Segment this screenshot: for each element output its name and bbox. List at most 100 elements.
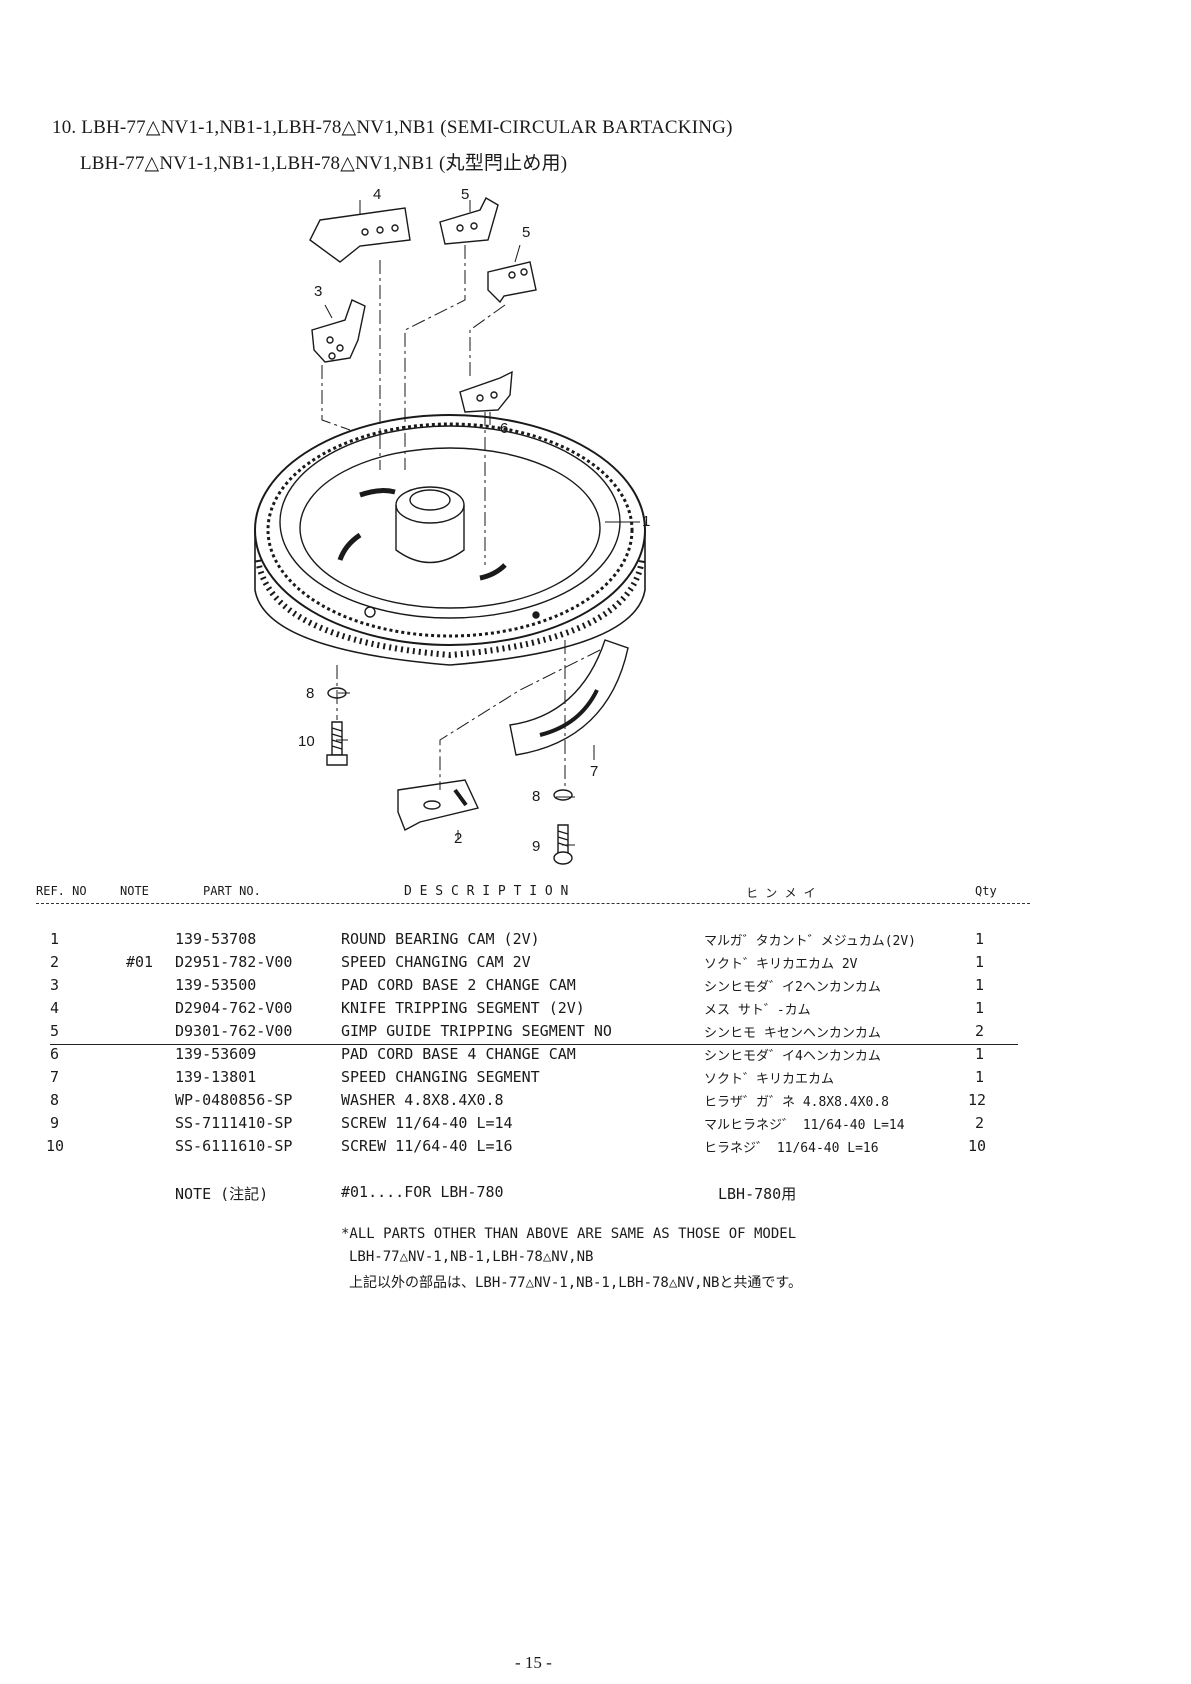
cell-part: 139-13801 [175,1068,257,1086]
cell-desc: SPEED CHANGING SEGMENT [341,1068,540,1086]
table-row: 1 139-53708 ROUND BEARING CAM (2V) マルガ゛タ… [0,930,1191,952]
cell-jp: シンヒモダ゛イ4ヘンカンカム [704,1049,881,1064]
section-title: 10. LBH-77△NV1-1,NB1-1,LBH-78△NV1,NB1 (S… [52,117,733,138]
diagram-label-1: 1 [642,513,651,530]
screw-left [326,721,348,766]
footnote-line2: LBH-77△NV-1,NB-1,LBH-78△NV,NB [349,1249,594,1265]
cell-desc: PAD CORD BASE 2 CHANGE CAM [341,976,576,994]
cell-ref: 5 [50,1022,60,1040]
cell-part: SS-7111410-SP [175,1114,293,1132]
cell-qty: 1 [975,999,985,1017]
table-row: 10 SS-6111610-SP SCREW 11/64-40 L=16 ヒラネ… [0,1137,1191,1159]
diagram-label-10: 10 [298,733,315,750]
cell-desc: WASHER 4.8X8.4X0.8 [341,1091,504,1109]
footnote-line3: 上記以外の部品は、LBH-77△NV-1,NB-1,LBH-78△NV,NBと共… [349,1275,803,1291]
cell-ref: 8 [50,1091,60,1109]
speed-changing-cam-2v [397,779,479,831]
pad-cord-base-4-change-cam [459,370,513,413]
note-code: #01....FOR LBH-780 [341,1183,504,1201]
cell-qty: 1 [975,953,985,971]
cell-jp: シンヒモ キセンヘンカンカム [704,1026,881,1041]
cell-desc: SCREW 11/64-40 L=16 [341,1137,513,1155]
cell-jp: シンヒモダ゛イ2ヘンカンカム [704,980,881,995]
cell-qty: 1 [975,930,985,948]
cell-part: WP-0480856-SP [175,1091,293,1109]
cell-part: D2904-762-V00 [175,999,293,1017]
footnote-line1: *ALL PARTS OTHER THAN ABOVE ARE SAME AS … [341,1226,797,1242]
diagram-label-8b: 8 [532,788,541,805]
cell-desc: KNIFE TRIPPING SEGMENT (2V) [341,999,585,1017]
gimp-guide-tripping-segment-b [487,261,537,304]
cell-ref: 3 [50,976,60,994]
cell-qty: 12 [968,1091,987,1109]
cell-jp: マルガ゛タカント゛メジュカム(2V) [704,934,917,949]
cell-jp: ソクト゛キリカエカム 2V [704,957,858,972]
table-row: 4 D2904-762-V00 KNIFE TRIPPING SEGMENT (… [0,999,1191,1021]
cell-ref: 4 [50,999,60,1017]
exploded-parts-diagram [254,197,646,865]
header-divider [36,903,1030,904]
cell-qty: 1 [975,976,985,994]
table-row: 3 139-53500 PAD CORD BASE 2 CHANGE CAM シ… [0,976,1191,998]
diagram-label-9: 9 [532,838,541,855]
diagram-label-6: 6 [500,420,509,437]
cell-jp: ヒラザ゛ガ゛ネ 4.8X8.4X0.8 [704,1095,889,1110]
cell-part: SS-6111610-SP [175,1137,293,1155]
section-subtitle: LBH-77△NV1-1,NB1-1,LBH-78△NV1,NB1 (丸型閂止め… [80,153,568,174]
header-note: NOTE [120,884,149,898]
page-number: - 15 - [515,1653,552,1672]
group-divider [50,1044,1018,1045]
header-ref: REF. NO [36,884,87,898]
cell-desc: SCREW 11/64-40 L=14 [341,1114,513,1132]
cell-desc: PAD CORD BASE 4 CHANGE CAM [341,1045,576,1063]
speed-changing-segment [509,639,629,756]
gimp-guide-tripping-segment-a [439,197,499,245]
knife-tripping-segment [309,207,411,263]
diagram-label-5a: 5 [461,186,470,203]
cell-ref: 1 [50,930,60,948]
cell-part: D2951-782-V00 [175,953,293,971]
cell-ref: 9 [50,1114,60,1132]
note-label: NOTE (注記) [175,1185,269,1203]
table-header: REF. NO NOTE PART NO. D E S C R I P T I … [0,884,1191,904]
diagram-label-4: 4 [373,186,382,203]
pad-cord-base-2-change-cam [311,299,366,363]
diagram-label-2: 2 [454,830,463,847]
note-jp: LBH-780用 [718,1185,797,1203]
table-row: 8 WP-0480856-SP WASHER 4.8X8.4X0.8 ヒラザ゛ガ… [0,1091,1191,1113]
cell-qty: 2 [975,1022,985,1040]
cell-part: 139-53609 [175,1045,257,1063]
washer-right [553,789,573,801]
cell-ref: 7 [50,1068,60,1086]
cell-qty: 1 [975,1068,985,1086]
cell-desc: GIMP GUIDE TRIPPING SEGMENT NO [341,1022,612,1040]
cell-qty: 10 [968,1137,987,1155]
diagram-label-8a: 8 [306,685,315,702]
cell-ref: 6 [50,1045,60,1063]
cell-qty: 2 [975,1114,985,1132]
header-part: PART NO. [203,884,261,898]
diagram-label-5b: 5 [522,224,531,241]
header-description: D E S C R I P T I O N [404,884,569,899]
table-row: 6 139-53609 PAD CORD BASE 4 CHANGE CAM シ… [0,1045,1191,1067]
round-bearing-cam-gear [254,414,646,666]
cell-part: 139-53500 [175,976,257,994]
cell-desc: SPEED CHANGING CAM 2V [341,953,531,971]
cell-part: D9301-762-V00 [175,1022,293,1040]
cell-ref: 10 [46,1137,65,1155]
table-row: 7 139-13801 SPEED CHANGING SEGMENT ソクト゛キ… [0,1068,1191,1090]
cell-part: 139-53708 [175,930,257,948]
diagram-label-3: 3 [314,283,323,300]
header-qty: Qty [975,884,997,898]
diagram-label-7: 7 [590,763,599,780]
cell-note: #01 [126,953,154,971]
header-jp-name: ヒ ン メ イ [746,886,816,900]
cell-jp: ソクト゛キリカエカム [704,1072,835,1087]
cell-jp: ヒラネジ゛ 11/64-40 L=16 [704,1141,879,1156]
table-row: 5 D9301-762-V00 GIMP GUIDE TRIPPING SEGM… [0,1022,1191,1044]
table-row: 9 SS-7111410-SP SCREW 11/64-40 L=14 マルヒラ… [0,1114,1191,1136]
cell-desc: ROUND BEARING CAM (2V) [341,930,540,948]
cell-ref: 2 [50,953,60,971]
cell-jp: マルヒラネジ゛ 11/64-40 L=14 [704,1118,905,1133]
cell-jp: メス サト゛-カム [704,1003,811,1018]
